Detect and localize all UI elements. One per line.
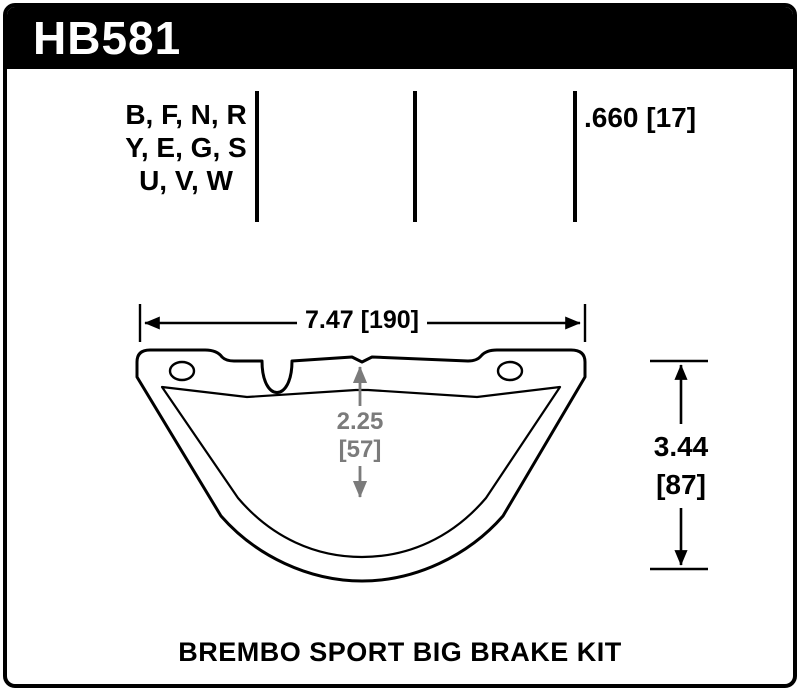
right-mounting-hole	[496, 360, 524, 382]
table-divider-3	[573, 91, 577, 222]
pad-friction-outline	[160, 385, 562, 559]
compound-codes: B, F, N, R Y, E, G, S U, V, W	[114, 98, 258, 197]
table-divider-1	[255, 91, 259, 222]
compound-codes-line3: U, V, W	[139, 165, 233, 196]
overall-height-dim-label: 3.44 [87]	[645, 424, 717, 508]
compound-codes-line1: B, F, N, R	[125, 99, 247, 130]
pad-height-dim-mm: [57]	[338, 436, 382, 463]
overall-height-dim-inches: 3.44	[653, 431, 709, 462]
compound-codes-line2: Y, E, G, S	[125, 132, 247, 163]
page-border: HB581	[3, 3, 797, 688]
header-bar: HB581	[7, 7, 793, 69]
pad-height-dim-label: 2.25 [57]	[326, 406, 394, 466]
left-mounting-hole	[168, 360, 196, 382]
table-divider-2	[413, 91, 417, 222]
pad-outer-outline	[135, 348, 587, 583]
pad-thickness-value: .660 [17]	[584, 102, 697, 133]
pad-height-dim-inches: 2.25	[336, 408, 384, 435]
width-dim-label: 7.47 [190]	[297, 306, 427, 335]
part-number: HB581	[33, 12, 182, 64]
overall-height-dim-mm: [87]	[656, 469, 706, 500]
product-caption: BREMBO SPORT BIG BRAKE KIT	[178, 637, 622, 667]
